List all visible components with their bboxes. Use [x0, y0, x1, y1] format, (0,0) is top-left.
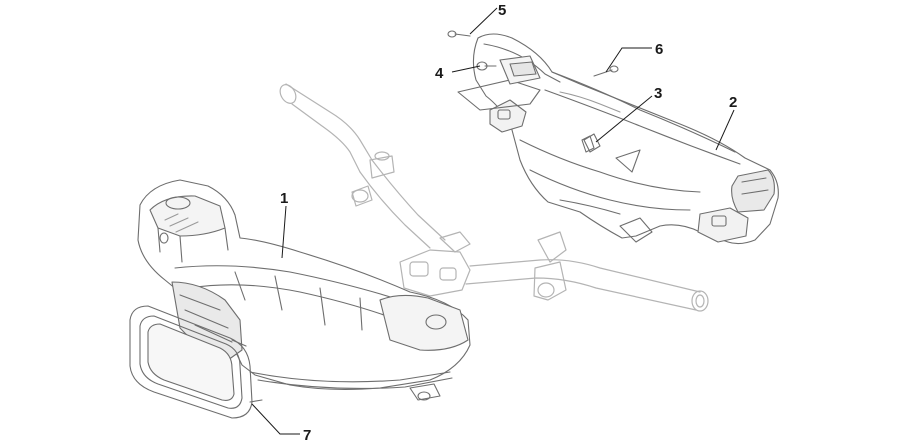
leader-7 [251, 403, 300, 435]
callout-label-7: 7 [303, 427, 311, 443]
screw-5-part [447, 30, 471, 38]
screw-4-part [476, 61, 497, 71]
headlight-lens-part [129, 305, 263, 419]
callout-label-2: 2 [729, 94, 737, 111]
callout-label-1: 1 [280, 190, 288, 207]
leader-6 [605, 47, 652, 73]
leader-5 [469, 7, 498, 35]
callout-label-3: 3 [654, 85, 662, 102]
leader-1 [281, 205, 287, 259]
clip-part [583, 133, 601, 153]
front-handlebar-cover-part [137, 179, 471, 401]
callout-label-6: 6 [655, 41, 663, 58]
callout-labels: 1 2 3 4 5 6 7 [280, 2, 737, 443]
leader-3 [595, 95, 653, 143]
callout-label-5: 5 [498, 2, 506, 19]
rear-handlebar-cover-part [457, 33, 779, 245]
leader-2 [715, 109, 735, 151]
callout-label-4: 4 [435, 65, 444, 82]
callout-leaders [251, 7, 735, 435]
handlebar-tube-ghost [279, 83, 709, 312]
leader-4 [451, 65, 481, 73]
screw-6-part [593, 65, 619, 77]
